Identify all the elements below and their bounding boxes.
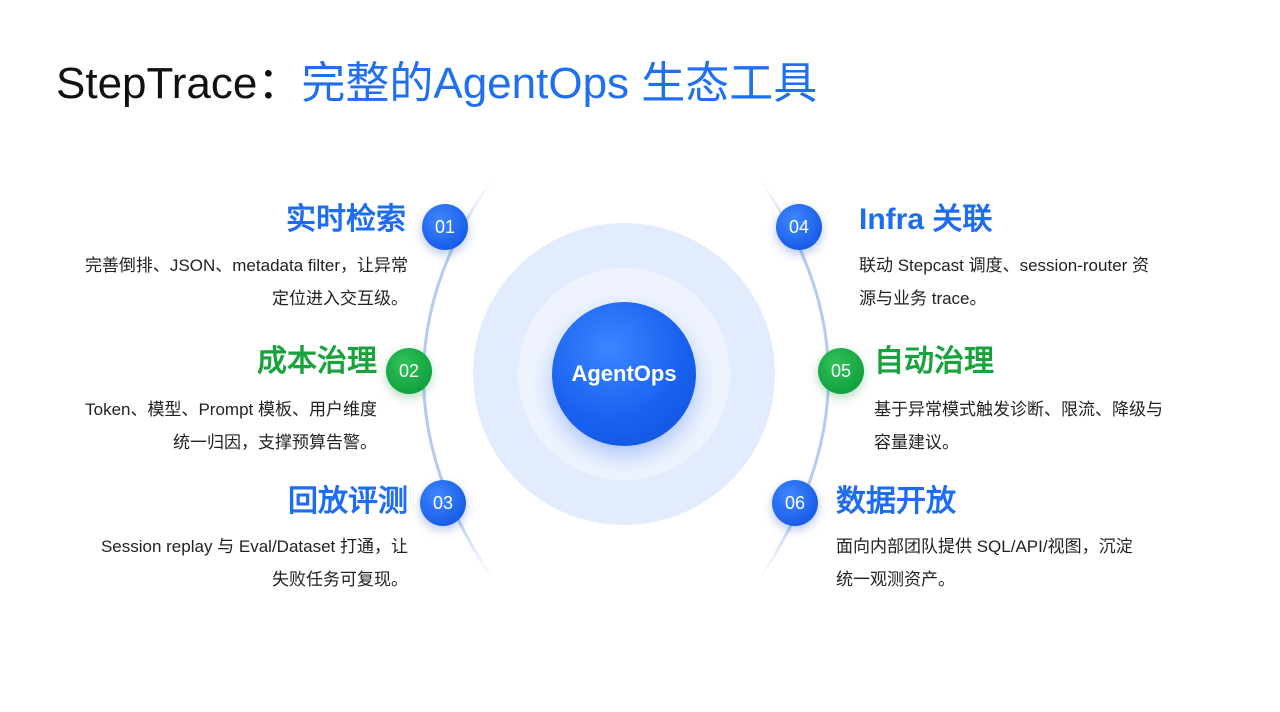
item-desc-03-line-2: 失败任务可复现。 [272, 570, 408, 589]
item-desc-05-line-2: 容量建议。 [874, 433, 959, 452]
badge-03: 03 [420, 480, 466, 526]
badge-06: 06 [772, 480, 818, 526]
item-title-01: 实时检索 [286, 203, 406, 236]
item-desc-01-line-1: 完善倒排、JSON、metadata filter，让异常 [84, 256, 408, 275]
item-desc-03-line-1: Session replay 与 Eval/Dataset 打通，让 [100, 537, 408, 556]
item-desc-04-line-2: 源与业务 trace。 [859, 289, 987, 308]
center-core: AgentOps [552, 302, 696, 446]
item-desc-02-line-2: 统一归因，支撑预算告警。 [173, 433, 377, 452]
badge-01: 01 [422, 204, 468, 250]
item-desc-06: 面向内部团队提供 SQL/API/视图，沉淀 统一观测资产。 [836, 530, 1133, 596]
badge-04: 04 [776, 204, 822, 250]
center-label: AgentOps [571, 361, 677, 386]
item-title-05: 自动治理 [874, 345, 994, 378]
badge-05: 05 [818, 348, 864, 394]
item-desc-03: Session replay 与 Eval/Dataset 打通，让 失败任务可… [101, 530, 408, 596]
item-title-04: Infra 关联 [859, 203, 993, 236]
item-desc-01-line-2: 定位进入交互级。 [272, 289, 408, 308]
item-title-03: 回放评测 [288, 485, 408, 518]
title-prefix: StepTrace： [56, 59, 302, 108]
item-title-06: 数据开放 [836, 485, 956, 518]
item-title-02: 成本治理 [257, 345, 377, 378]
item-desc-01: 完善倒排、JSON、metadata filter，让异常 定位进入交互级。 [85, 249, 408, 315]
title-accent: 完整的AgentOps 生态工具 [301, 59, 818, 108]
item-desc-05-line-1: 基于异常模式触发诊断、限流、降级与 [874, 400, 1163, 419]
item-desc-02: Token、模型、Prompt 模板、用户维度 统一归因，支撑预算告警。 [85, 393, 377, 459]
badge-02: 02 [386, 348, 432, 394]
item-desc-06-line-1: 面向内部团队提供 SQL/API/视图，沉淀 [836, 537, 1133, 556]
item-desc-04: 联动 Stepcast 调度、session-router 资 源与业务 tra… [859, 249, 1149, 315]
item-desc-02-line-1: Token、模型、Prompt 模板、用户维度 [85, 400, 377, 419]
item-desc-06-line-2: 统一观测资产。 [836, 570, 955, 589]
page-title: StepTrace：完整的AgentOps 生态工具 [56, 58, 817, 111]
item-desc-05: 基于异常模式触发诊断、限流、降级与 容量建议。 [874, 393, 1163, 459]
item-desc-04-line-1: 联动 Stepcast 调度、session-router 资 [859, 256, 1150, 275]
